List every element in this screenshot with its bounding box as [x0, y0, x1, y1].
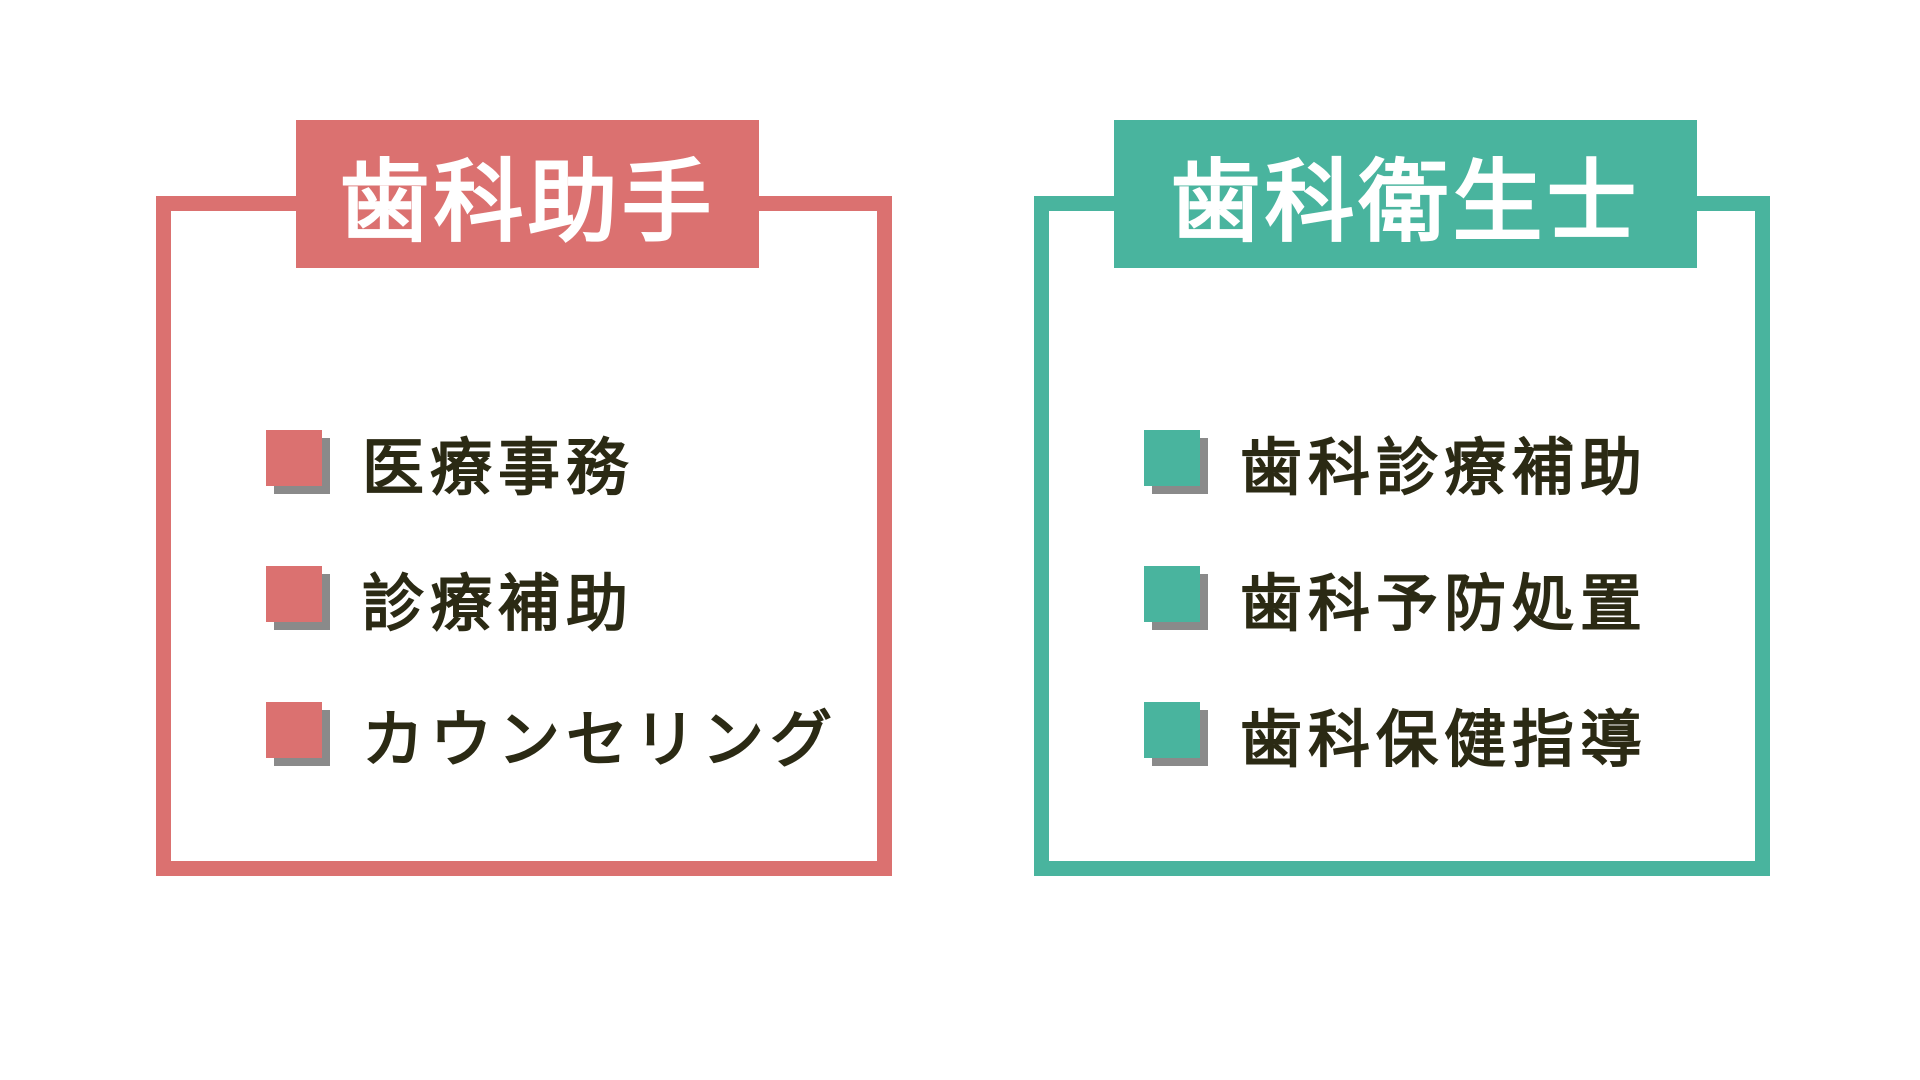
list-item: 歯科保健指導 [1144, 666, 1648, 802]
list-item-label: 診療補助 [362, 567, 635, 640]
list-item-label: 医療事務 [362, 431, 635, 504]
dental-assistant-panel: 歯科助手 医療事務 診療補助 カウンセリング [156, 120, 916, 890]
list-item-label: 歯科保健指導 [1240, 703, 1649, 776]
dental-hygienist-panel: 歯科衛生士 歯科診療補助 歯科予防処置 歯科保健指導 [1034, 120, 1794, 890]
list-item: 歯科診療補助 [1144, 394, 1648, 530]
square-bullet-icon [1144, 702, 1208, 766]
square-bullet-icon [1144, 430, 1208, 494]
square-bullet-icon [266, 702, 330, 766]
list-item-label: 歯科予防処置 [1240, 567, 1649, 640]
dental-assistant-title: 歯科助手 [296, 120, 759, 268]
list-item: 歯科予防処置 [1144, 530, 1648, 666]
square-bullet-icon [266, 430, 330, 494]
list-item: 医療事務 [266, 394, 838, 530]
square-bullet-icon [266, 566, 330, 630]
square-bullet-icon [1144, 566, 1208, 630]
list-item-label: カウンセリング [362, 703, 839, 776]
dental-hygienist-list: 歯科診療補助 歯科予防処置 歯科保健指導 [1144, 394, 1648, 802]
list-item: 診療補助 [266, 530, 838, 666]
list-item: カウンセリング [266, 666, 838, 802]
list-item-label: 歯科診療補助 [1240, 431, 1649, 504]
dental-assistant-list: 医療事務 診療補助 カウンセリング [266, 394, 838, 802]
dental-hygienist-title: 歯科衛生士 [1114, 120, 1697, 268]
